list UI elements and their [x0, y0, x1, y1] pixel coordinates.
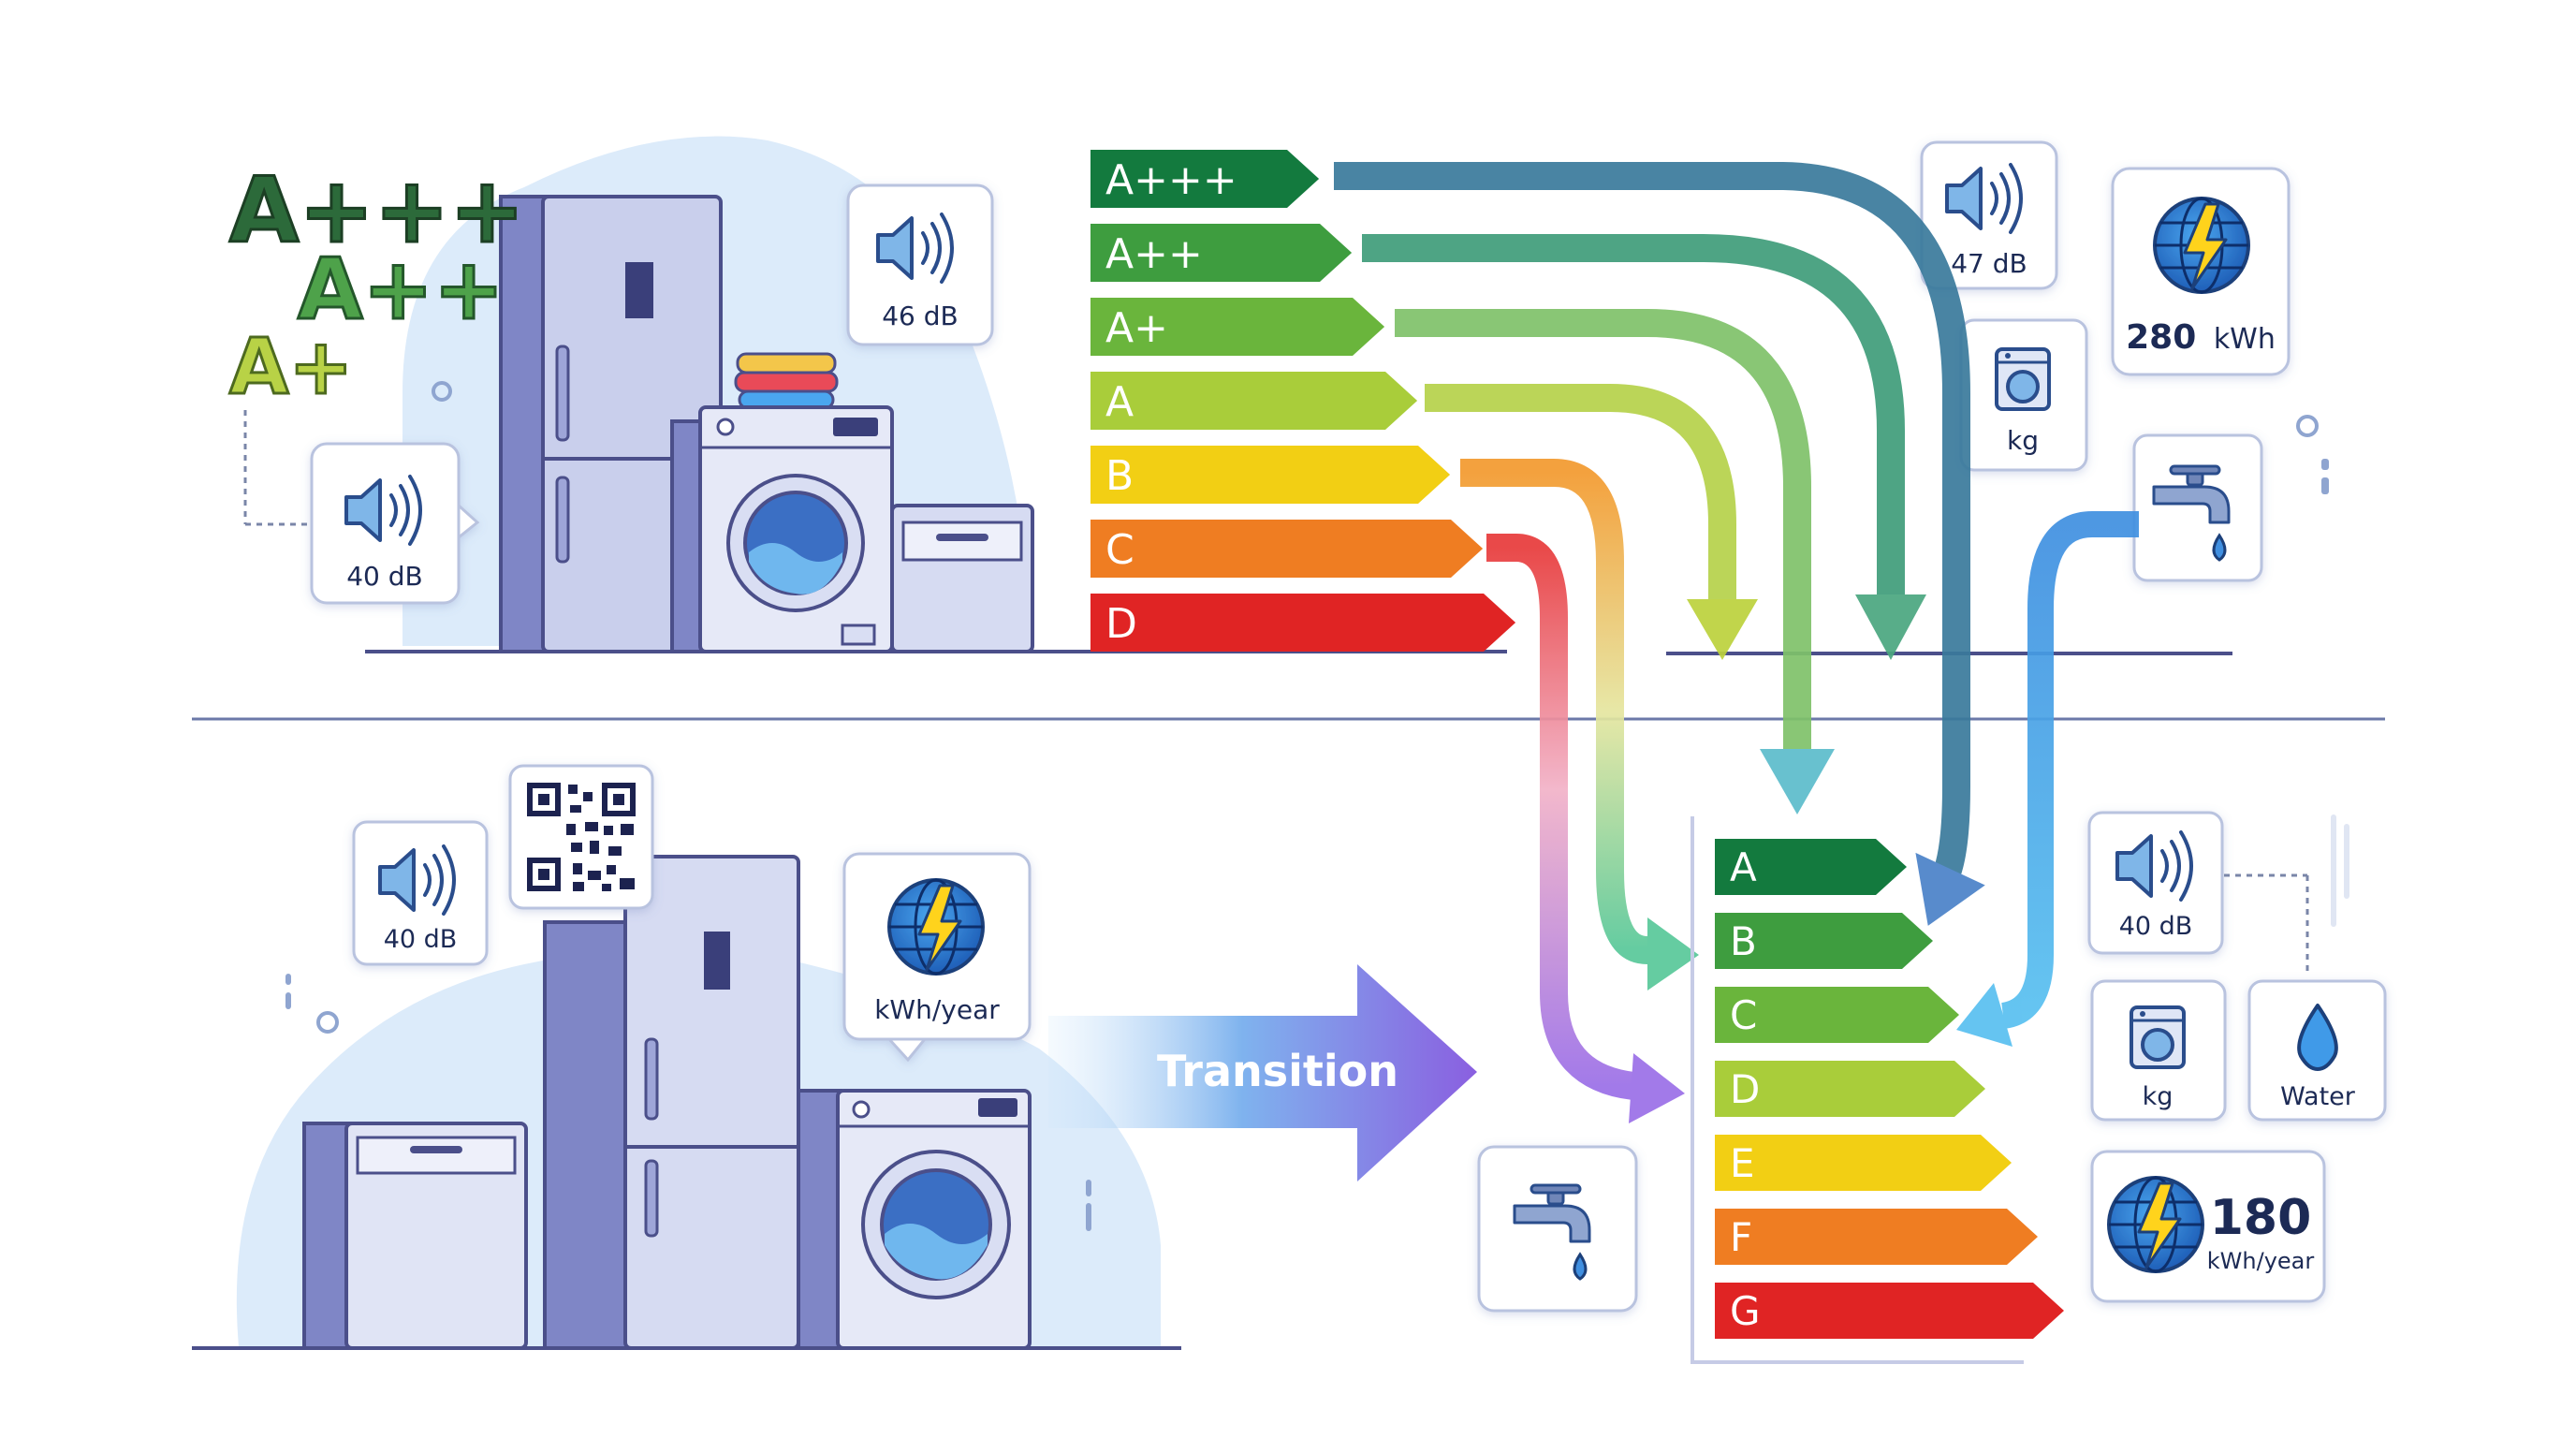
transition-arrow: Transition: [1048, 964, 1477, 1181]
new-scale-bar-4: [1715, 1135, 2012, 1191]
arrow-c-to-d: [1486, 534, 1636, 1100]
old-scale-bar-label-2: A+: [1105, 304, 1168, 352]
new-energy-badge-right: 180 kWh/year: [2090, 1150, 2326, 1303]
old-scale-bar-label-4: B: [1105, 452, 1134, 500]
transition-label: Transition: [1157, 1046, 1398, 1096]
new-noise-badge-right: 40 dB: [2087, 811, 2224, 955]
globe-lightning-icon: [2153, 197, 2250, 294]
arrow-aplus-to-a: [1395, 309, 1811, 749]
new-scale-bar-label-4: E: [1730, 1140, 1755, 1186]
new-scale-bar-label-5: F: [1730, 1214, 1752, 1260]
new-fridge: [543, 855, 800, 1350]
new-scale-bar-label-1: B: [1730, 918, 1757, 964]
old-noise-badge-40db: 40 dB: [310, 442, 480, 605]
old-scale-bar-0: [1090, 150, 1320, 208]
new-water-badge-left: [1477, 1145, 1638, 1313]
old-capacity-badge: kg: [1959, 318, 2088, 472]
new-noise-badge-left: 40 dB: [352, 820, 489, 966]
old-scale-bar-4: [1090, 446, 1451, 504]
old-scale-bar-label-3: A: [1105, 378, 1134, 426]
old-rating-mark-aplusplus: A++: [298, 241, 504, 339]
old-energy-badge: 280 kWh: [2111, 167, 2291, 376]
old-noise-value-40db: 40 dB: [346, 561, 423, 592]
new-energy-unit-left: kWh/year: [874, 994, 1000, 1025]
old-rating-marks: A+++ A++ A+: [228, 157, 527, 414]
globe-lightning-icon: [2107, 1176, 2204, 1273]
old-scale-bar-label-6: D: [1105, 600, 1137, 648]
old-towels: [734, 352, 839, 410]
new-energy-badge-left: kWh/year: [842, 852, 1032, 1063]
old-scale-bar-2: [1090, 298, 1385, 356]
new-scale-bar-label-2: C: [1730, 992, 1757, 1038]
old-energy-unit: kWh: [2214, 323, 2276, 356]
old-scale-bar-label-0: A+++: [1105, 156, 1237, 204]
new-scale-bar-3: [1715, 1061, 1985, 1117]
transition-arrows: [1334, 162, 2139, 1123]
old-capacity-value: kg: [2007, 425, 2039, 456]
qr-code-badge: [508, 764, 654, 910]
old-scale-bar-label-1: A++: [1105, 230, 1203, 278]
old-energy-value: 280 kWh: [2126, 318, 2276, 357]
old-noise-value-46db: 46 dB: [882, 301, 959, 331]
old-scale-bar-label-5: C: [1105, 526, 1134, 574]
old-water-badge: [2132, 433, 2263, 582]
new-capacity-badge: kg: [2090, 979, 2227, 1122]
arrow-a-to-c: [1425, 384, 1736, 599]
new-energy-number: 180: [2210, 1190, 2312, 1246]
washing-machine-icon: [2130, 1005, 2186, 1069]
old-washing-machine: [670, 405, 894, 653]
old-rating-mark-aplus: A+: [229, 323, 353, 412]
new-scale-bar-0: [1715, 839, 1907, 895]
old-energy-number: 280: [2126, 318, 2196, 357]
new-scale-bar-1: [1715, 913, 1933, 969]
new-noise-value-right: 40 dB: [2119, 912, 2193, 941]
arrow-b-to-c: [1460, 459, 1649, 964]
new-capacity-value: kg: [2143, 1082, 2174, 1111]
new-scale-bar-label-3: D: [1730, 1066, 1760, 1112]
washing-machine-icon: [1995, 347, 2051, 411]
old-scale-bar-6: [1090, 594, 1516, 652]
old-scale-bar-3: [1090, 372, 1418, 430]
old-scale-bar-1: [1090, 224, 1353, 282]
old-dishwasher: [890, 504, 1034, 653]
new-scale-bar-2: [1715, 987, 1959, 1043]
old-noise-badge-47db: 47 dB: [1920, 140, 2058, 290]
new-scale-bar-5: [1715, 1209, 2038, 1265]
old-label-section: A+++ A++ A+ 40 dB 46 dB 47 dB 2: [228, 136, 2329, 655]
new-dishwasher: [302, 1122, 528, 1350]
arrow-aplusplus-to-a: [1362, 234, 1905, 599]
old-scale-bar-5: [1090, 520, 1484, 578]
new-energy-unit-right: kWh/year: [2207, 1248, 2315, 1274]
new-washing-machine: [797, 1089, 1032, 1350]
new-water-label: Water: [2280, 1082, 2356, 1111]
old-noise-badge-46db: 46 dB: [846, 183, 994, 346]
new-noise-value-left: 40 dB: [384, 925, 458, 954]
old-noise-value-47db: 47 dB: [1951, 248, 2027, 279]
old-rating-mark-aplusplusplus: A+++: [229, 158, 525, 263]
globe-lightning-icon: [887, 878, 985, 976]
new-scale-bar-6: [1715, 1283, 2064, 1339]
new-scale-frame: [1690, 816, 2024, 1364]
new-scale-bar-label-0: A: [1730, 844, 1757, 890]
qr-code-icon: [527, 783, 636, 891]
new-scale-bar-label-6: G: [1730, 1288, 1761, 1334]
arrow-water-to-new: [2000, 511, 2139, 1029]
new-water-badge-right: Water: [2247, 979, 2387, 1122]
